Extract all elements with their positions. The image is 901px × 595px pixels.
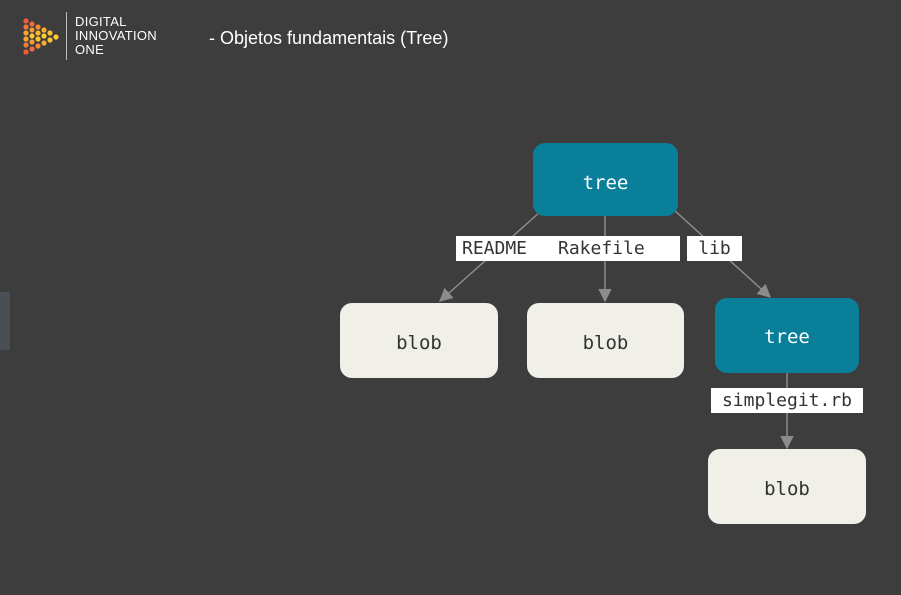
node-blob-simplegit: blob [708,449,866,524]
logo-divider [66,12,67,60]
node-root-tree: tree [533,143,678,216]
logo-line-2: INNOVATION [75,28,157,43]
edge-label-bg-readme-rakefile [456,236,680,261]
node-blob-readme: blob [340,303,498,378]
edge-label-bg-lib [687,236,742,261]
logo-line-1: DIGITAL [75,14,127,29]
node-lib-tree-label: tree [764,326,810,348]
edge-label-lib: lib [698,238,731,259]
edge-label-readme: README [462,238,527,259]
edge-label-rakefile: Rakefile [558,238,645,259]
slide-title: - Objetos fundamentais (Tree) [209,28,449,48]
node-blob-rakefile-label: blob [583,332,629,354]
logo-wordmark: DIGITAL INNOVATION ONE [75,15,157,57]
node-blob-rakefile: blob [527,303,684,378]
logo-line-3: ONE [75,42,105,57]
node-blob-simplegit-label: blob [764,478,810,500]
dio-logo-icon [23,18,59,55]
node-root-label: tree [583,172,629,194]
edge-label-bg-simplegit [711,388,863,413]
node-blob-readme-label: blob [396,332,442,354]
edge-label-simplegit: simplegit.rb [722,390,852,411]
node-lib-tree: tree [715,298,859,373]
side-tab[interactable] [0,292,10,350]
